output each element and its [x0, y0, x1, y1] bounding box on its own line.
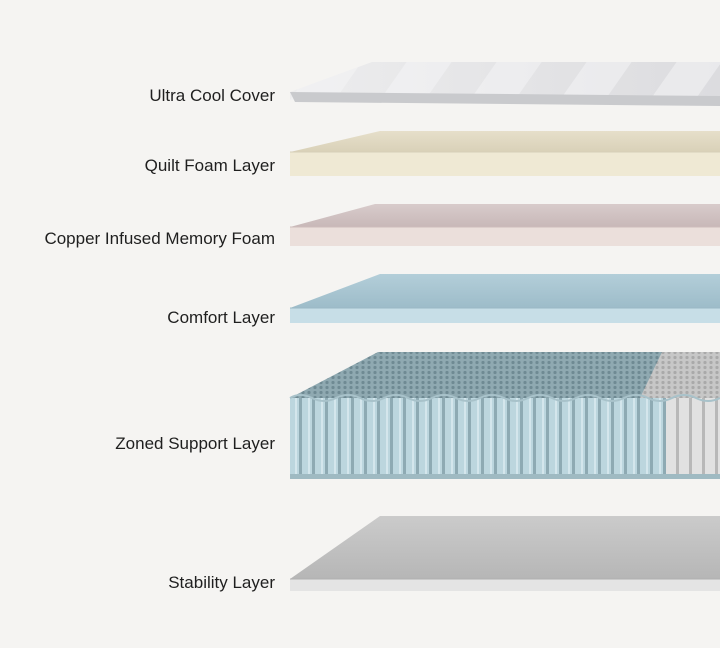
layer-zoned-support-layer [289, 352, 720, 479]
layer-ultra-cool-cover [290, 62, 720, 106]
label-comfort-layer: Comfort Layer [167, 308, 275, 327]
layer-comfort-layer [290, 274, 720, 323]
layer-copper-infused-memory-foam [290, 204, 720, 246]
layer-stability-layer [290, 516, 720, 591]
label-copper-infused-memory-foam: Copper Infused Memory Foam [44, 229, 275, 248]
label-stability-layer: Stability Layer [168, 573, 275, 592]
label-quilt-foam-layer: Quilt Foam Layer [144, 156, 275, 175]
layer-quilt-foam-layer [290, 131, 720, 176]
label-zoned-support-layer: Zoned Support Layer [115, 434, 275, 453]
label-ultra-cool-cover: Ultra Cool Cover [149, 86, 275, 105]
